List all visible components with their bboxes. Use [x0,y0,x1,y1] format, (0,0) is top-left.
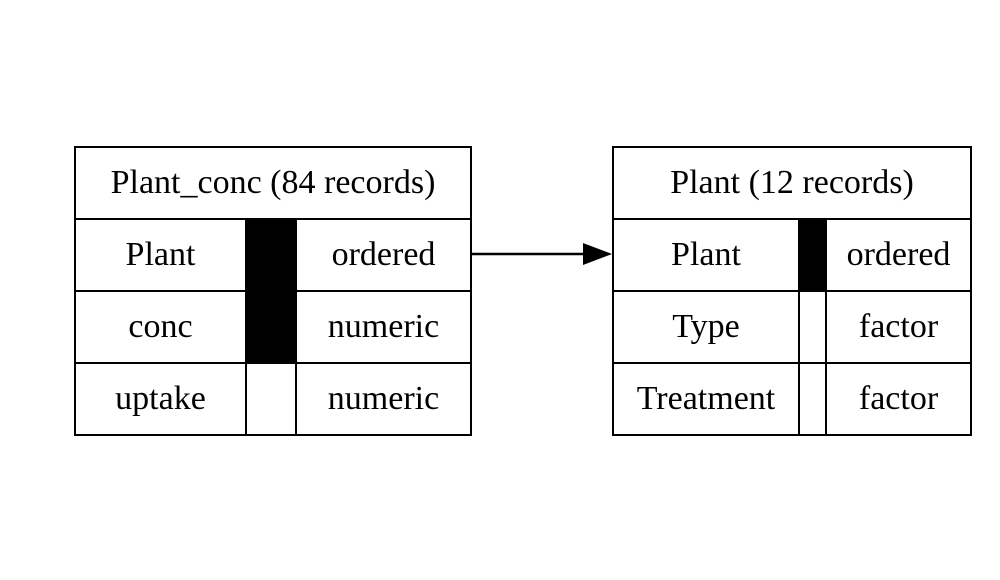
key-indicator [798,218,827,292]
key-indicator [798,362,827,436]
arrowhead-icon [583,243,612,265]
table-row: uptake numeric [74,362,473,436]
table-title: Plant_conc (84 records) [73,146,473,220]
column-type: ordered [824,218,973,292]
table-row: conc numeric [74,290,473,364]
column-type: numeric [294,362,473,436]
table-row: Treatment factor [612,362,973,436]
column-name: Treatment [612,362,800,436]
table-plant-conc: Plant_conc (84 records) Plant ordered co… [73,146,473,436]
column-type: numeric [294,290,473,364]
column-name: Plant [612,218,800,292]
column-name: uptake [74,362,247,436]
key-indicator [245,290,297,364]
key-indicator [245,218,297,292]
table-row: Type factor [612,290,973,364]
column-type: factor [824,362,973,436]
column-type: factor [824,290,973,364]
key-indicator [245,362,297,436]
column-type: ordered [294,218,473,292]
column-name: Type [612,290,800,364]
column-name: Plant [74,218,247,292]
column-name: conc [74,290,247,364]
table-row: Plant ordered [74,218,473,292]
table-plant: Plant (12 records) Plant ordered Type fa… [611,146,973,436]
table-row: Plant ordered [612,218,973,292]
key-indicator [798,290,827,364]
table-title: Plant (12 records) [611,146,973,220]
